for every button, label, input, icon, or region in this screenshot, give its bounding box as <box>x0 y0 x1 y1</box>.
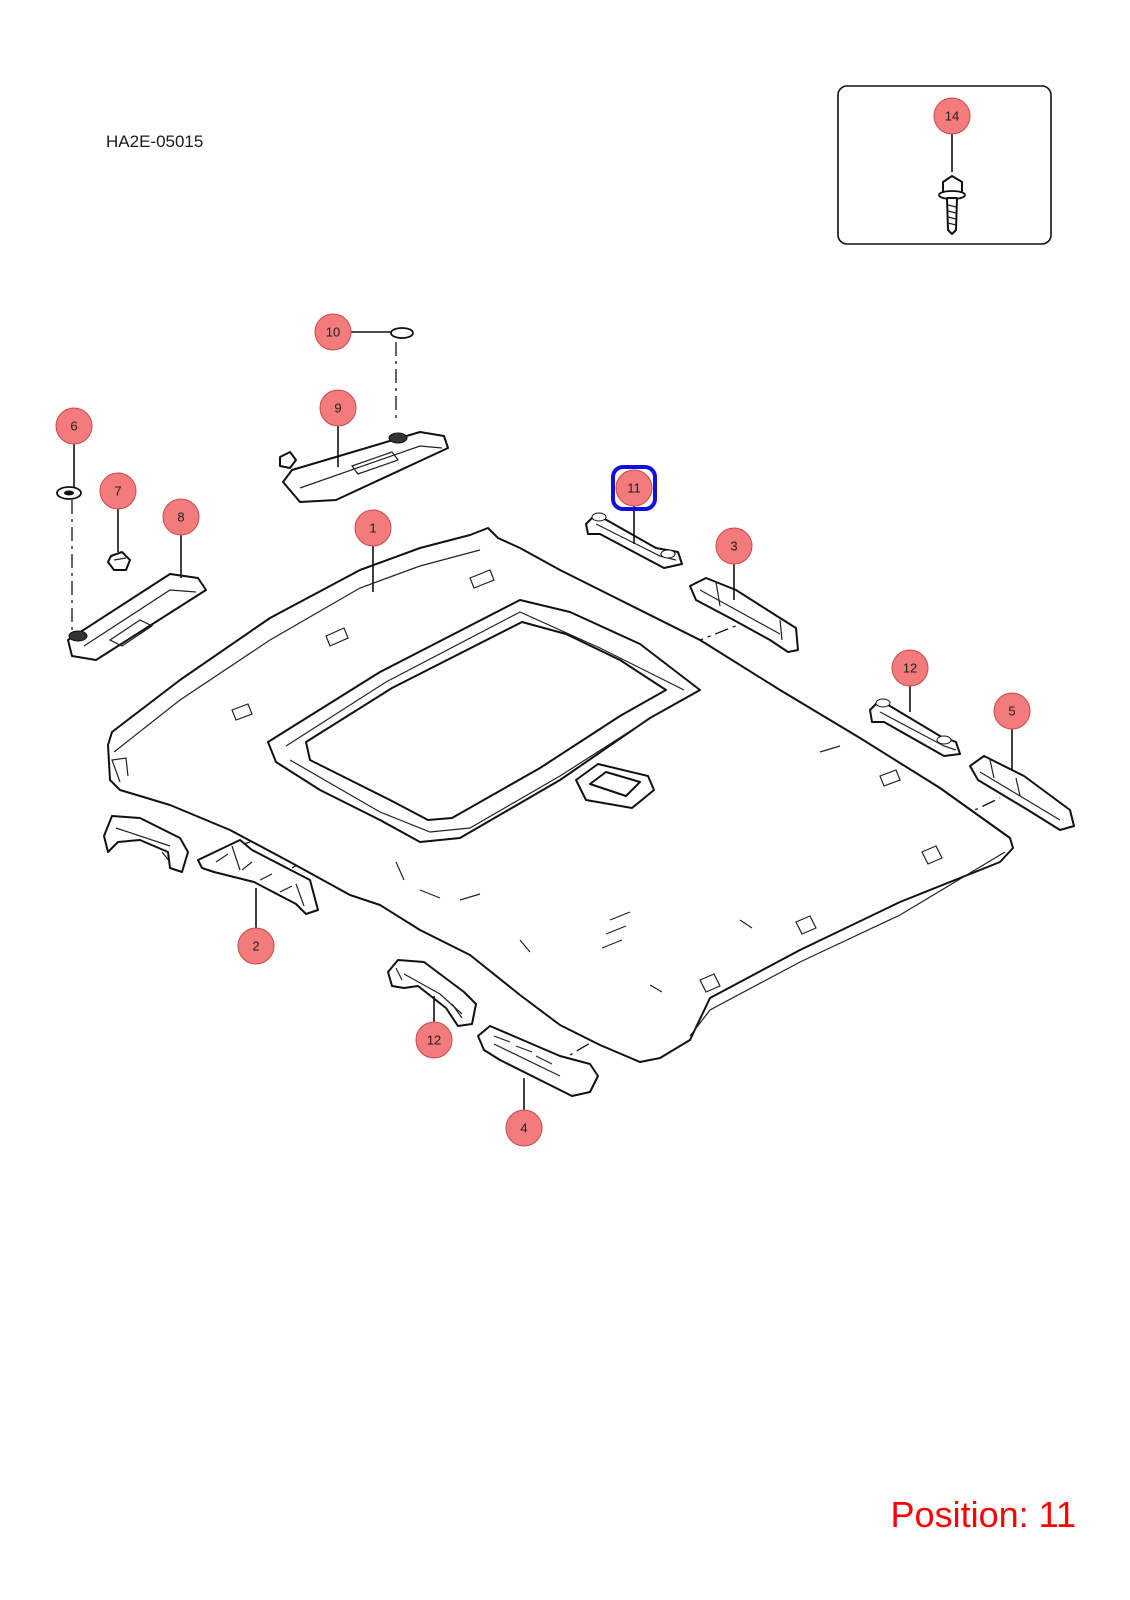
callout-6[interactable]: 6 <box>55 407 93 445</box>
svg-text:11: 11 <box>627 481 641 496</box>
callout-10[interactable]: 10 <box>314 313 352 351</box>
sun-visor-right <box>279 431 449 503</box>
callout-14[interactable]: 14 <box>933 97 971 135</box>
svg-text:12: 12 <box>427 1033 441 1048</box>
svg-text:2: 2 <box>252 939 259 954</box>
callout-12-right[interactable]: 12 <box>891 649 929 687</box>
callout-11[interactable]: 11 <box>611 465 657 511</box>
detail-inset <box>837 85 1052 245</box>
headliner-panel <box>107 527 1014 1063</box>
grab-handle-12-right <box>869 698 961 757</box>
position-label: Position: 11 <box>890 1494 1076 1535</box>
svg-text:14: 14 <box>945 109 959 124</box>
bracket-4 <box>477 1025 599 1097</box>
svg-text:8: 8 <box>177 510 184 525</box>
bracket-2 <box>197 839 319 915</box>
svg-text:3: 3 <box>730 539 737 554</box>
svg-text:4: 4 <box>520 1121 527 1136</box>
svg-text:12: 12 <box>903 661 917 676</box>
callout-2[interactable]: 2 <box>237 927 275 965</box>
bracket-3 <box>689 577 799 653</box>
callout-1[interactable]: 1 <box>354 509 392 547</box>
sun-visor-left <box>67 573 207 661</box>
callout-8[interactable]: 8 <box>162 498 200 536</box>
svg-text:6: 6 <box>70 419 77 434</box>
diagram-code: HA2E-05015 <box>106 132 204 151</box>
bolt-14 <box>938 175 966 235</box>
svg-text:10: 10 <box>326 325 340 340</box>
callout-4[interactable]: 4 <box>505 1109 543 1147</box>
grab-handle-12-lower <box>387 959 477 1027</box>
svg-text:1: 1 <box>369 521 376 536</box>
callout-3[interactable]: 3 <box>715 527 753 565</box>
bracket-5 <box>969 755 1075 831</box>
callout-12-lower[interactable]: 12 <box>415 1021 453 1059</box>
callout-5[interactable]: 5 <box>993 692 1031 730</box>
callout-7[interactable]: 7 <box>99 472 137 510</box>
svg-text:9: 9 <box>334 401 341 416</box>
svg-text:5: 5 <box>1008 704 1015 719</box>
callout-9[interactable]: 9 <box>319 389 357 427</box>
grab-handle-left <box>103 815 189 873</box>
leader-lines <box>73 331 1013 1112</box>
clip-7 <box>107 551 131 571</box>
clip-6 <box>56 486 82 500</box>
clip-10 <box>390 327 414 339</box>
svg-text:7: 7 <box>114 484 121 499</box>
